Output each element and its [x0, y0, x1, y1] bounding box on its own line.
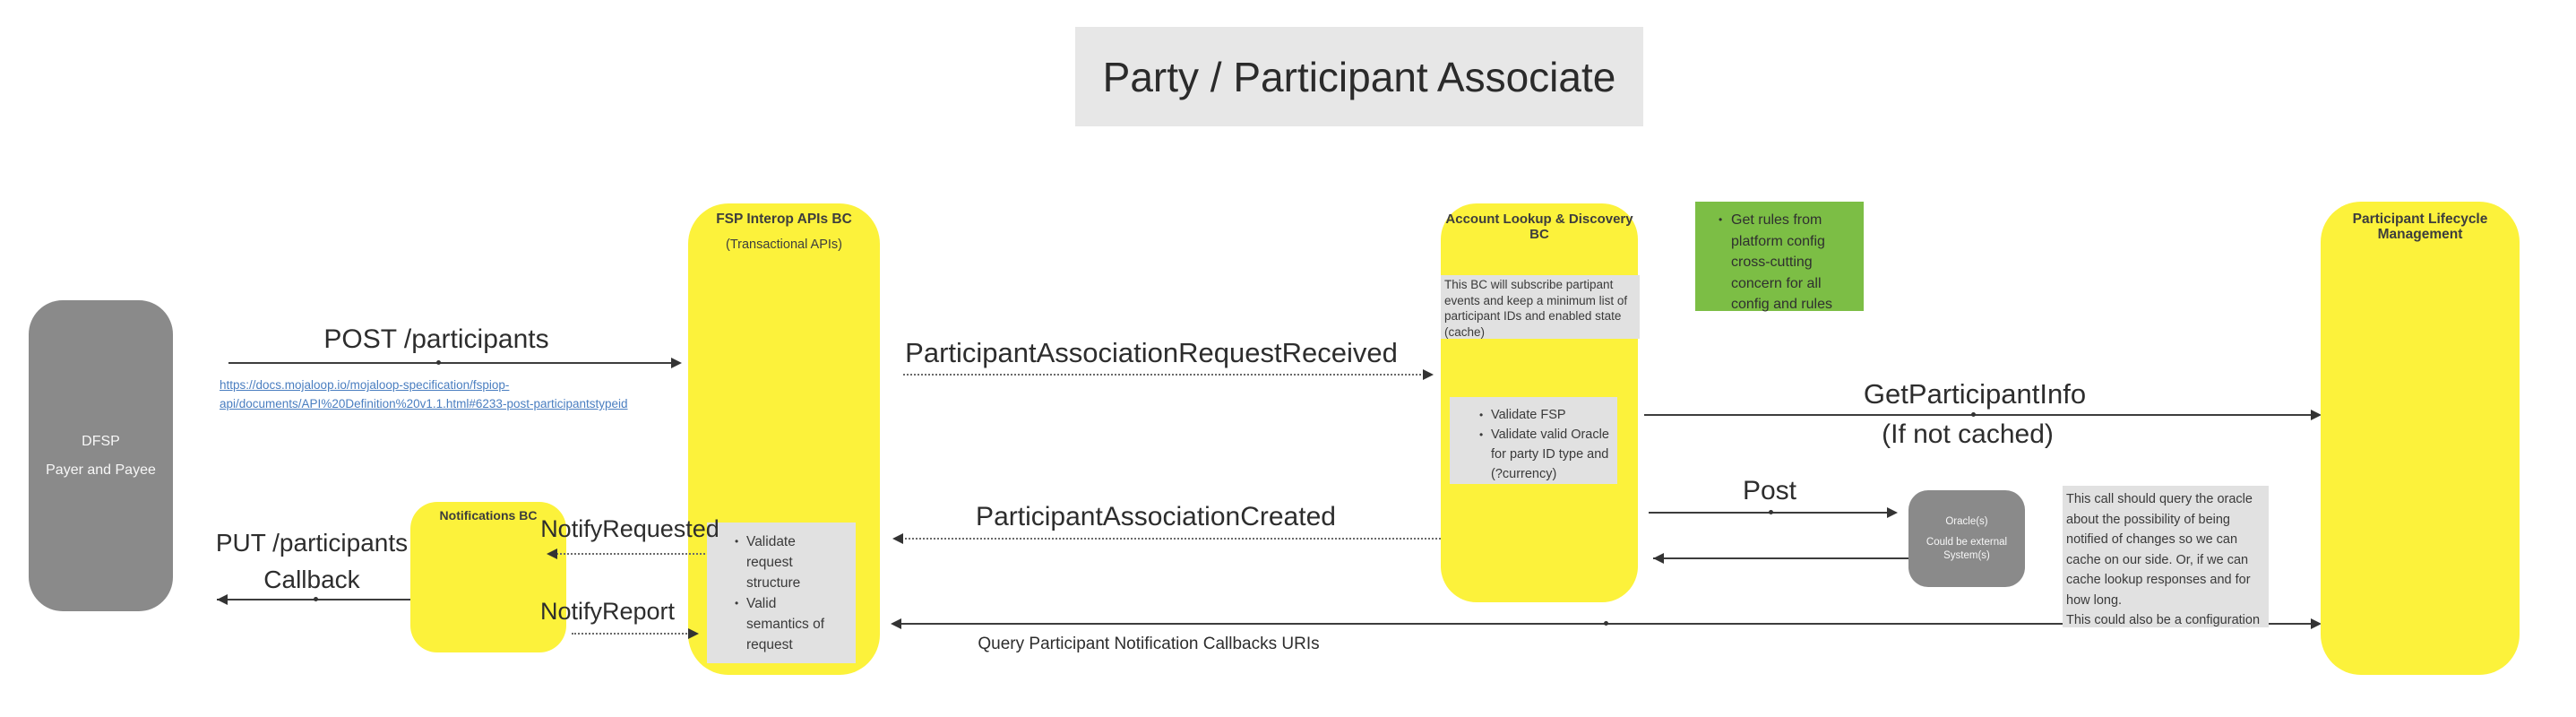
notify-requested-line — [552, 553, 705, 555]
assoc-created-arrowhead — [892, 533, 903, 544]
put-callback-label: PUT /participants Callback — [216, 524, 408, 598]
note-oracle-caching[interactable]: This call should query the oracle about … — [2063, 486, 2269, 627]
oracle-return-line — [1653, 557, 1908, 559]
note-oracle-caching-para1: This call should query the oracle about … — [2066, 492, 2253, 608]
notify-requested-label: NotifyRequested — [540, 515, 719, 542]
notify-requested-arrowhead — [547, 549, 557, 559]
diagram-title: Party / Participant Associate — [1102, 53, 1616, 100]
oracle-sublabel: Could be external System(s) — [1926, 536, 2007, 562]
query-callbacks-midpoint — [1604, 621, 1608, 626]
post-oracle-midpoint — [1769, 510, 1773, 514]
post-participants-label: POST /participants — [323, 324, 549, 354]
spec-link-block: https://docs.mojaloop.io/mojaloop-specif… — [220, 376, 668, 413]
ald-label-line2: BC — [1529, 227, 1549, 242]
diagram-title-box[interactable]: Party / Participant Associate — [1075, 27, 1643, 126]
query-callbacks-arrowhead-right — [2311, 618, 2322, 629]
note-ald-validate[interactable]: Validate FSP Validate valid Oracle for p… — [1450, 397, 1617, 484]
get-participant-info-arrowhead — [2311, 410, 2322, 420]
get-participant-info-sublabel: (If not cached) — [1882, 419, 2054, 449]
note-ald-validate-item: Validate FSP — [1479, 405, 1622, 425]
note-ald-subscribe[interactable]: This BC will subscribe partipant events … — [1441, 275, 1640, 339]
post-participants-midpoint — [436, 360, 441, 365]
put-callback-label-line1: PUT /participants — [215, 529, 409, 557]
notify-report-label: NotifyReport — [539, 598, 676, 625]
get-participant-info-label: GetParticipantInfo — [1863, 378, 2087, 410]
put-callback-label-line2: Callback — [263, 566, 360, 593]
assoc-request-received-line — [903, 374, 1428, 376]
post-participants-line — [228, 362, 676, 364]
ald-label-line1: Account Lookup & Discovery — [1445, 212, 1633, 227]
note-ald-subscribe-text: This BC will subscribe partipant events … — [1444, 278, 1628, 339]
put-callback-midpoint — [314, 597, 318, 601]
post-participants-arrowhead — [671, 358, 682, 368]
get-participant-info-line — [1644, 414, 2316, 416]
oracle-sublabel-line2: System(s) — [1943, 549, 1990, 561]
assoc-created-label: ParticipantAssociationCreated — [976, 502, 1336, 531]
note-platform-rules[interactable]: Get rules from platform config cross-cut… — [1695, 202, 1864, 312]
post-oracle-label: Post — [1742, 476, 1797, 505]
note-fsp-validate-item: Validate request structure — [735, 531, 838, 593]
assoc-created-line — [898, 538, 1441, 540]
actor-oracle[interactable]: Oracle(s) Could be external System(s) — [1908, 490, 2025, 587]
notifications-bc-label: Notifications BC — [439, 508, 538, 523]
spec-link-line2[interactable]: api/documents/API%20Definition%20v1.1.ht… — [220, 397, 628, 410]
oracle-sublabel-line1: Could be external — [1926, 537, 2008, 549]
query-callbacks-arrowhead-left — [891, 618, 901, 629]
oracle-label: Oracle(s) — [1945, 515, 1988, 527]
actor-notifications-bc[interactable]: Notifications BC — [410, 502, 566, 652]
notify-report-line — [572, 633, 694, 635]
put-callback-arrowhead — [217, 594, 228, 605]
plm-label-line1: Participant Lifecycle — [2352, 212, 2488, 227]
assoc-request-received-arrowhead — [1423, 369, 1434, 380]
note-fsp-validate-item: Valid semantics of request — [735, 593, 838, 655]
fsp-interop-label: FSP Interop APIs BC — [716, 212, 852, 227]
note-fsp-validate[interactable]: Validate request structure Valid semanti… — [707, 523, 856, 663]
notify-report-arrowhead — [688, 628, 699, 639]
note-ald-validate-item: Validate valid Oracle for party ID type … — [1479, 425, 1622, 484]
dfsp-sublabel: Payer and Payee — [46, 462, 156, 478]
post-oracle-arrowhead — [1887, 507, 1898, 518]
oracle-return-arrowhead — [1653, 553, 1664, 564]
note-oracle-caching-para2: This could also be a configuration — [2066, 613, 2261, 627]
fsp-interop-sublabel: (Transactional APIs) — [725, 238, 842, 252]
plm-label-line2: Management — [2377, 227, 2463, 242]
actor-dfsp[interactable]: DFSP Payer and Payee — [29, 300, 173, 611]
query-callbacks-label: Query Participant Notification Callbacks… — [978, 635, 1320, 653]
spec-link-line1[interactable]: https://docs.mojaloop.io/mojaloop-specif… — [220, 378, 510, 392]
dfsp-label: DFSP — [82, 433, 120, 449]
get-participant-info-midpoint — [1971, 412, 1976, 417]
actor-participant-lifecycle-management[interactable]: Participant Lifecycle Management — [2321, 202, 2520, 675]
assoc-request-received-label: ParticipantAssociationRequestReceived — [905, 337, 1398, 368]
note-platform-rules-item: Get rules from platform config cross-cut… — [1719, 210, 1857, 315]
